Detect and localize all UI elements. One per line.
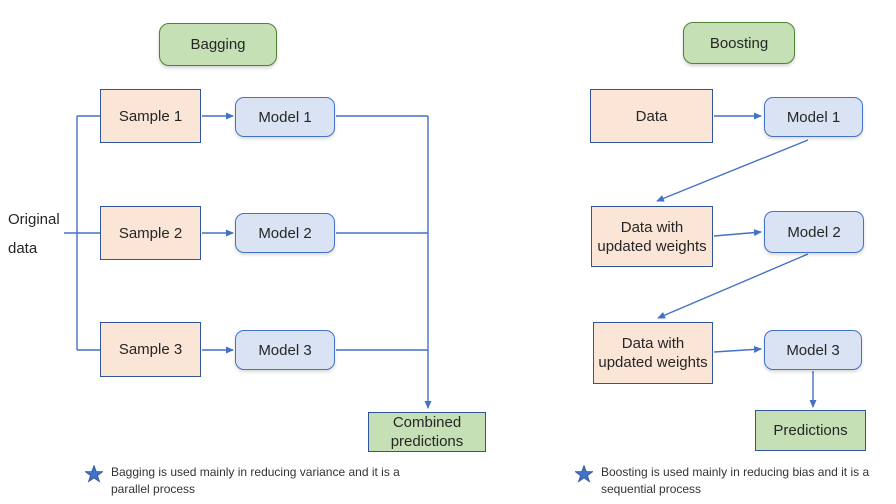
predictions-box: Predictions xyxy=(755,410,866,451)
sample-box-2: Sample 2 xyxy=(100,206,201,260)
boosting-note-line-2: sequential process xyxy=(601,482,702,496)
data-updated-weights-box-1: Data with updated weights xyxy=(591,206,713,267)
bagging-note-line-2: parallel process xyxy=(111,482,196,496)
weights1-model2-arrow xyxy=(713,229,762,237)
boosting-note-line-1: Boosting is used mainly in reducing bias… xyxy=(601,465,870,479)
sample-box-1: Sample 1 xyxy=(100,89,201,143)
bagging-note: Bagging is used mainly in reducing varia… xyxy=(83,464,451,498)
bagging-note-line-1: Bagging is used mainly in reducing varia… xyxy=(111,465,400,479)
bagging-model-box-1: Model 1 xyxy=(235,97,335,137)
boosting-title-box: Boosting xyxy=(683,22,795,64)
bagging-model-box-2: Model 2 xyxy=(235,213,335,253)
boosting-model-box-1: Model 1 xyxy=(764,97,863,137)
boosting-note: Boosting is used mainly in reducing bias… xyxy=(573,464,896,498)
boosting-model-box-3: Model 3 xyxy=(764,330,862,370)
model1-weights1-arrow xyxy=(656,139,809,202)
bagging-title-box: Bagging xyxy=(159,23,277,66)
boosting-model-box-2: Model 2 xyxy=(764,211,864,253)
sample-box-3: Sample 3 xyxy=(100,322,201,377)
data-updated-weights-box-2: Data with updated weights xyxy=(593,322,713,384)
star-icon xyxy=(83,464,105,488)
model2-weights2-arrow xyxy=(657,253,809,319)
weights2-model3-arrow xyxy=(713,345,762,353)
bagging-model-box-3: Model 3 xyxy=(235,330,335,370)
original-data-label: Original data xyxy=(8,211,60,257)
combined-predictions-box: Combined predictions xyxy=(368,412,486,452)
data-box: Data xyxy=(590,89,713,143)
star-icon xyxy=(573,464,595,488)
